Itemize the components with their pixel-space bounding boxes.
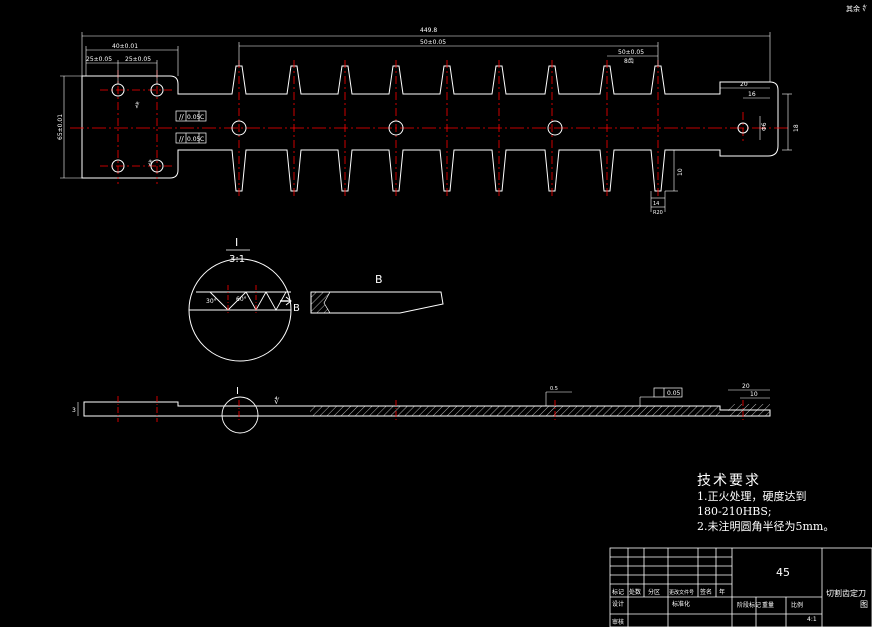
detail-i-label: I bbox=[235, 236, 238, 249]
view-b-outline bbox=[310, 291, 444, 314]
detail-dim-b: 60° bbox=[236, 296, 247, 303]
corner-roughness-note: 其余 ∜ bbox=[846, 4, 867, 13]
dim-tooth-r20: R20 bbox=[653, 210, 663, 216]
holes bbox=[111, 83, 749, 173]
dim-hole-spacing-a: 25±0.05 bbox=[86, 56, 112, 63]
scale-value: 4:1 bbox=[807, 616, 817, 623]
tech-line-3: 2.未注明圆角半径为5mm。 bbox=[697, 520, 835, 533]
dim-tooth-width: 14 bbox=[653, 201, 659, 207]
title-block bbox=[609, 547, 872, 627]
section-i-circle bbox=[221, 396, 259, 434]
side-dim-right-b: 10 bbox=[750, 391, 758, 398]
svg-text://: // bbox=[179, 113, 184, 121]
top-dimension-lines bbox=[60, 32, 792, 212]
dim-left-width: 40±0.01 bbox=[112, 43, 138, 50]
detail-dim-a: 30° bbox=[206, 298, 217, 305]
side-dim-left: 3 bbox=[72, 407, 76, 414]
dim-tooth-note: 8齿 bbox=[624, 57, 634, 65]
row-label-2: 分区 bbox=[648, 588, 660, 596]
detail-arrow-label: B bbox=[293, 303, 300, 314]
section-i-label: I bbox=[236, 386, 239, 397]
row-label-0: 标记 bbox=[612, 588, 624, 596]
dim-tooth-pitch: 50±0.05 bbox=[618, 49, 644, 56]
part-name: 切割齿定刀 bbox=[826, 588, 866, 598]
design-label: 设计 bbox=[612, 600, 624, 608]
dim-right-height: 18 bbox=[793, 124, 800, 132]
technical-requirements: 技术要求 1.正火处理，硬度达到 180-210HBS; 2.未注明圆角半径为5… bbox=[697, 474, 834, 534]
tech-heading: 技术要求 bbox=[697, 473, 761, 489]
title-block-text: 45 切割齿定刀 图 4:1 标记 处数 分区 更改文件号 签名 年 设计 标准… bbox=[612, 566, 868, 626]
side-dim-thin: 0.5 bbox=[550, 386, 558, 392]
dim-hole-diameter: Φ6 bbox=[761, 122, 768, 131]
view-b: B bbox=[310, 273, 444, 314]
dim-tooth-height: 10 bbox=[677, 168, 684, 176]
standard-label: 标准化 bbox=[672, 600, 690, 608]
material: 45 bbox=[776, 566, 790, 579]
dim-right-16: 16 bbox=[748, 91, 756, 98]
hole-center-1 bbox=[231, 120, 247, 136]
roughness-mark-2: ∜ bbox=[148, 159, 153, 168]
hole-bottom-right bbox=[150, 159, 164, 173]
row-label-1: 处数 bbox=[629, 588, 641, 596]
side-dim-right-a: 20 bbox=[742, 383, 750, 390]
hole-center-2 bbox=[388, 120, 404, 136]
dim-left-height: 65±0.01 bbox=[57, 114, 64, 140]
row-label-3: 更改文件号 bbox=[669, 589, 694, 596]
dim-pitch: 50±0.05 bbox=[420, 39, 446, 46]
stage-mark-label: 阶段标记 bbox=[737, 601, 761, 609]
svg-text://: // bbox=[179, 135, 184, 143]
side-tolerance-box: 0.05 bbox=[639, 387, 683, 406]
side-roughness-mark: ∜ bbox=[274, 396, 280, 406]
weight-label: 重量 bbox=[762, 601, 774, 609]
row-label-5: 年 bbox=[719, 588, 725, 596]
tolerance-1-ref: C bbox=[200, 114, 204, 121]
dim-right-20: 20 bbox=[740, 81, 748, 88]
hole-bottom-left bbox=[111, 159, 125, 173]
review-label: 审核 bbox=[612, 618, 624, 626]
row-label-4: 签名 bbox=[700, 588, 712, 596]
tolerance-1-value: 0.05 bbox=[187, 114, 201, 121]
hole-center-3 bbox=[547, 120, 563, 136]
detail-i: I 3:1 30° 60° B bbox=[188, 236, 300, 362]
tolerance-2-value: 0.05 bbox=[187, 136, 201, 143]
view-b-label: B bbox=[375, 273, 383, 286]
tolerance-box-1: // 0.05 C bbox=[175, 110, 207, 122]
roughness-mark-1: ∜ bbox=[135, 101, 140, 110]
tolerance-2-ref: C bbox=[200, 136, 204, 143]
tech-line-2: 180-210HBS; bbox=[697, 505, 772, 518]
part-name-2: 图 bbox=[860, 600, 868, 609]
side-view: I 3 0.5 0.05 20 10 ∜ bbox=[72, 383, 771, 434]
tech-line-1: 1.正火处理，硬度达到 bbox=[697, 490, 807, 503]
ratio-label: 比例 bbox=[791, 601, 803, 609]
dim-hole-spacing-b: 25±0.05 bbox=[125, 56, 151, 63]
dim-overall-length: 449.8 bbox=[420, 27, 437, 34]
blade-outline bbox=[81, 65, 779, 192]
hole-right bbox=[737, 122, 749, 134]
side-tolerance-value: 0.05 bbox=[667, 390, 681, 397]
top-view: 449.8 50±0.05 50±0.05 8齿 40±0.01 25±0.05… bbox=[57, 27, 800, 216]
tolerance-box-2: // 0.05 C bbox=[175, 132, 207, 144]
